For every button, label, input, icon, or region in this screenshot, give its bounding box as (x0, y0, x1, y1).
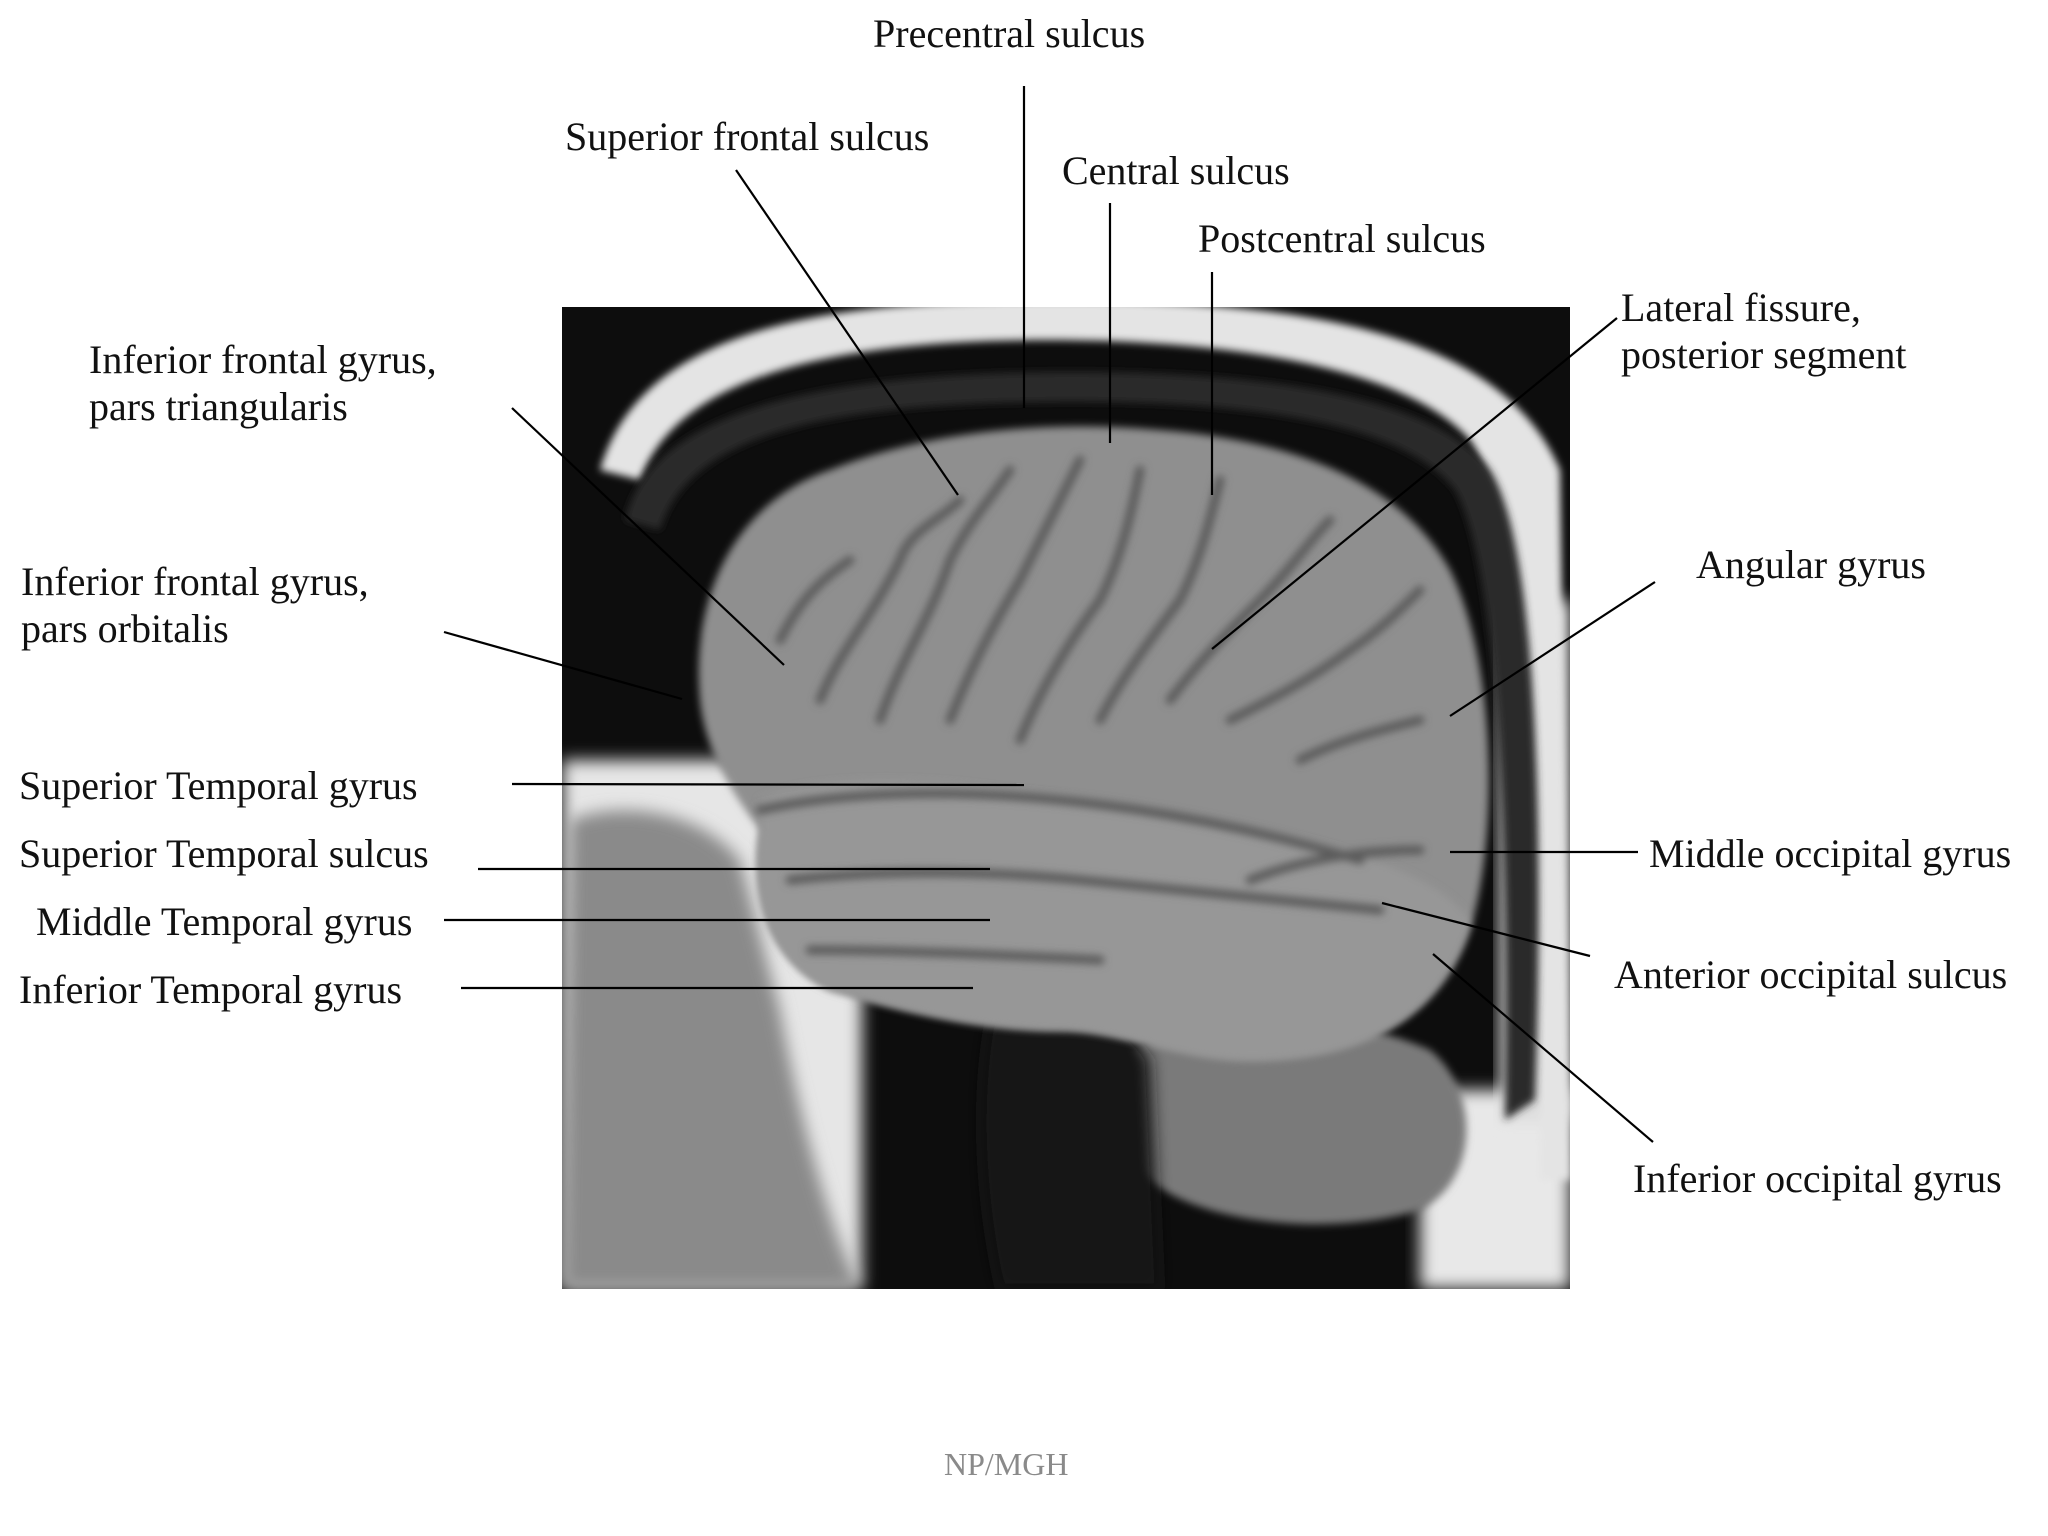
label-central-sulcus: Central sulcus (1062, 148, 1290, 193)
label-middle-occipital-gyrus: Middle occipital gyrus (1649, 831, 2012, 876)
label-superior-temporal-sulcus: Superior Temporal sulcus (19, 831, 429, 876)
label-ifg-pars-orbitalis-line2: pars orbitalis (21, 606, 229, 651)
label-lateral-fissure-line1: Lateral fissure, (1621, 285, 1861, 330)
label-ifg-pars-triangularis: Inferior frontal gyrus, pars triangulari… (89, 336, 437, 430)
leader-line-ifg-pars-orbitalis (443, 630, 683, 701)
leader-line-superior-frontal-sulcus (735, 169, 959, 496)
leader-line-anterior-occipital-sulcus (1381, 901, 1591, 958)
leader-line-inferior-occipital-gyrus (1432, 953, 1654, 1143)
leader-line-angular-gyrus (1449, 581, 1656, 717)
label-superior-temporal-gyrus: Superior Temporal gyrus (19, 763, 418, 808)
label-ifg-pars-orbitalis: Inferior frontal gyrus, pars orbitalis (21, 558, 369, 652)
leader-line-lateral-fissure (1211, 317, 1618, 650)
label-ifg-pars-triangularis-line1: Inferior frontal gyrus, (89, 337, 437, 382)
leader-line-ifg-pars-triangularis (511, 407, 785, 666)
label-postcentral-sulcus: Postcentral sulcus (1198, 216, 1486, 261)
leader-line-superior-temporal-gyrus (511, 782, 1025, 787)
label-inferior-temporal-gyrus: Inferior Temporal gyrus (19, 967, 403, 1012)
credit-text: NP/MGH (944, 1446, 1069, 1482)
label-ifg-pars-orbitalis-line1: Inferior frontal gyrus, (21, 559, 369, 604)
label-anterior-occipital-sulcus: Anterior occipital sulcus (1614, 952, 2008, 997)
label-precentral-sulcus: Precentral sulcus (873, 11, 1146, 56)
label-superior-frontal-sulcus: Superior frontal sulcus (565, 114, 930, 159)
label-ifg-pars-triangularis-line2: pars triangularis (89, 384, 348, 429)
label-lateral-fissure: Lateral fissure, posterior segment (1621, 284, 1907, 378)
label-inferior-occipital-gyrus: Inferior occipital gyrus (1633, 1156, 2002, 1201)
label-angular-gyrus: Angular gyrus (1696, 542, 1926, 587)
label-lateral-fissure-line2: posterior segment (1621, 332, 1907, 377)
label-middle-temporal-gyrus: Middle Temporal gyrus (36, 899, 413, 944)
